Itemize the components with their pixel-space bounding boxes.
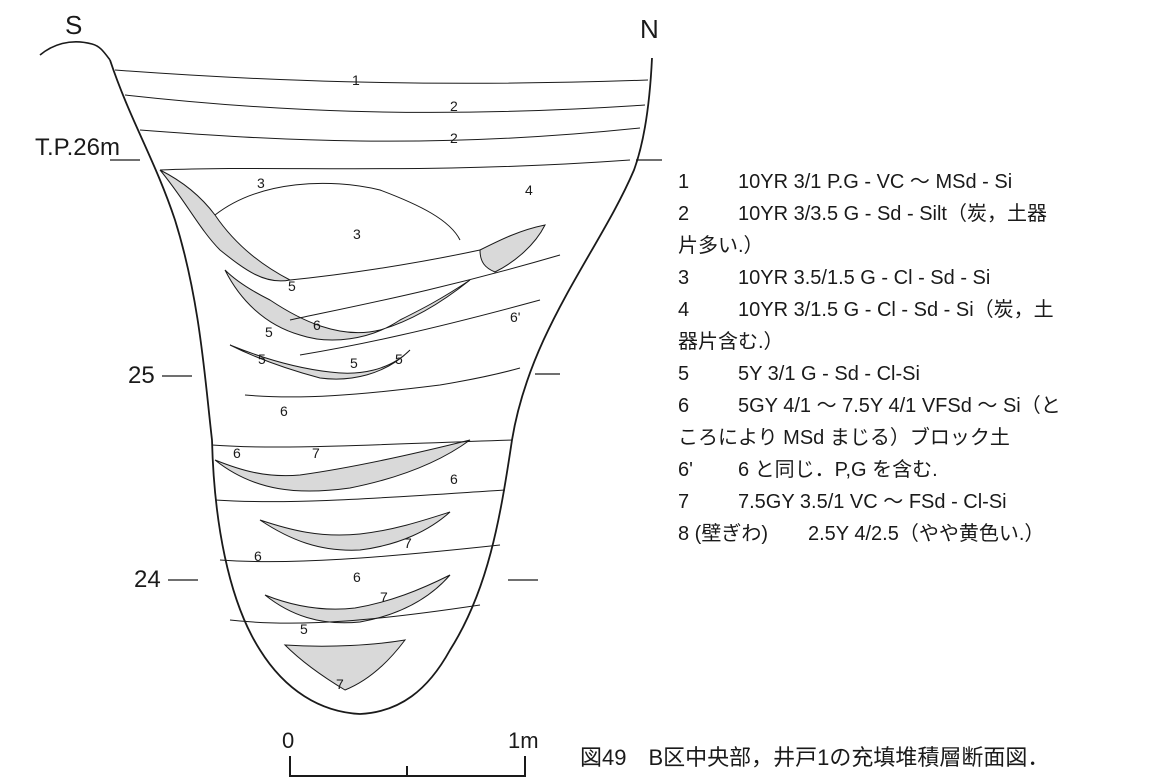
- elevation-label-24: 24: [134, 566, 161, 593]
- layer-7-upper: [214, 439, 471, 492]
- north-label: N: [640, 14, 659, 44]
- elevation-label-top: T.P.26m: [35, 134, 120, 161]
- layer-label: 3: [353, 226, 361, 242]
- layer-boundaries: [114, 69, 649, 624]
- legend-text: 10YR 3/3.5 G - Sd - Silt（炭，土器: [738, 203, 1047, 225]
- shaded-layers: [159, 169, 546, 691]
- layer-label: 7: [336, 676, 344, 692]
- scale-bar: [289, 756, 526, 777]
- scale-label-one-meter: 1m: [508, 728, 539, 753]
- legend-number: 3: [678, 267, 690, 289]
- legend-item: 2 10YR 3/3.5 G - Sd - Silt（炭，土器 片多い.）: [678, 198, 1153, 262]
- layer-7-mid: [259, 511, 451, 551]
- figure-caption: 図49 B区中央部，井戸1の充填堆積層断面図．: [580, 745, 1050, 770]
- legend-text: 6 と同じ．P,G を含む.: [738, 459, 938, 481]
- legend-item: 4 10YR 3/1.5 G - Cl - Sd - Si（炭，土 器片含む.）: [678, 294, 1153, 358]
- legend-number: 8 (壁ぎわ): [678, 523, 768, 545]
- legend-number: 1: [678, 171, 690, 193]
- layer-5-lower: [229, 344, 411, 380]
- well-outline: [109, 57, 653, 715]
- legend-number: 4: [678, 299, 690, 321]
- ground-surface-line: [39, 40, 111, 61]
- layer-label: 6: [254, 548, 262, 564]
- legend-item: 7 7.5GY 3.5/1 VC ～ FSd - Cl-Si: [678, 486, 1153, 518]
- layer-label: 6: [280, 403, 288, 419]
- layer-label: 6: [450, 471, 458, 487]
- layer-label: 5: [350, 355, 358, 371]
- layer-label: 2: [450, 130, 458, 146]
- legend-text-continued: 片多い.）: [678, 235, 764, 257]
- legend-number: 2: [678, 203, 690, 225]
- layer-7-bottom: [283, 639, 407, 691]
- layer-5-band: [159, 169, 292, 282]
- legend-text: 2.5Y 4/2.5（やや黄色い.）: [808, 523, 1045, 545]
- layer-label: 6: [233, 445, 241, 461]
- layer-legend: 1 10YR 3/1 P.G - VC ～ MSd - Si 2 10YR 3/…: [678, 166, 1153, 550]
- legend-number: 6': [678, 459, 693, 481]
- legend-text: 5GY 4/1 ～ 7.5Y 4/1 VFSd ～ Si（と: [738, 395, 1061, 417]
- elevation-ticks: [110, 159, 662, 581]
- legend-item: 8 (壁ぎわ) 2.5Y 4/2.5（やや黄色い.）: [678, 518, 1153, 550]
- legend-text-continued: ころにより MSd まじる）ブロック土: [678, 427, 1010, 449]
- layer-label: 2: [450, 98, 458, 114]
- layer-label: 6: [313, 317, 321, 333]
- layer-label: 7: [380, 589, 388, 605]
- layer-label: 6': [510, 309, 521, 325]
- layer-label: 5: [300, 621, 308, 637]
- layer-label: 7: [404, 535, 412, 551]
- legend-number: 5: [678, 363, 690, 385]
- legend-item: 6 5GY 4/1 ～ 7.5Y 4/1 VFSd ～ Si（と ころにより M…: [678, 390, 1153, 454]
- layer-label: 3: [257, 175, 265, 191]
- legend-text: 10YR 3.5/1.5 G - Cl - Sd - Si: [738, 267, 991, 289]
- legend-text: 10YR 3/1 P.G - VC ～ MSd - Si: [738, 171, 1013, 193]
- legend-number: 7: [678, 491, 690, 513]
- legend-item: 1 10YR 3/1 P.G - VC ～ MSd - Si: [678, 166, 1153, 198]
- layer-label: 1: [352, 72, 360, 88]
- layer-label: 4: [525, 182, 533, 198]
- layer-7-lower: [264, 574, 451, 624]
- layer-4-inner: [479, 224, 546, 273]
- layer-label: 6: [353, 569, 361, 585]
- layer-label: 5: [258, 351, 266, 367]
- scale-label-zero: 0: [282, 728, 295, 753]
- legend-text: 10YR 3/1.5 G - Cl - Sd - Si（炭，土: [738, 299, 1054, 321]
- legend-item: 3 10YR 3.5/1.5 G - Cl - Sd - Si: [678, 262, 1153, 294]
- layer-label: 7: [312, 445, 320, 461]
- legend-item: 6' 6 と同じ．P,G を含む.: [678, 454, 1153, 486]
- layer-label: 5: [265, 324, 273, 340]
- legend-text-continued: 器片含む.）: [678, 331, 784, 353]
- layer-label: 5: [288, 278, 296, 294]
- layer-label: 5: [395, 351, 403, 367]
- legend-number: 6: [678, 395, 690, 417]
- legend-text: 7.5GY 3.5/1 VC ～ FSd - Cl-Si: [738, 491, 1007, 513]
- legend-text: 5Y 3/1 G - Sd - Cl-Si: [738, 363, 920, 385]
- south-label: S: [65, 10, 83, 40]
- legend-item: 5 5Y 3/1 G - Sd - Cl-Si: [678, 358, 1153, 390]
- elevation-label-25: 25: [128, 362, 155, 389]
